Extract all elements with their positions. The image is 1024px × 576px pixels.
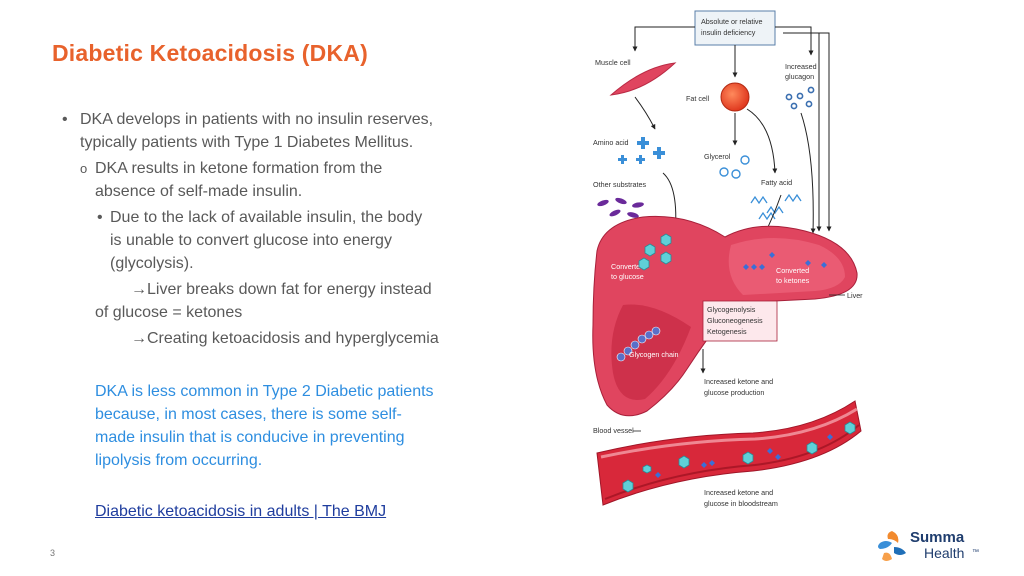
insulin-deficiency-line-2: insulin deficiency [701, 28, 756, 37]
blood-vessel-label: Blood vessel [593, 426, 634, 435]
sub-bullet-marker: o [80, 161, 88, 176]
amino-acid-label: Amino acid [593, 138, 629, 147]
dka-pathophysiology-diagram: Absolute or relative insulin deficiency … [592, 10, 863, 508]
logo-text-line-1: Summa [910, 529, 965, 546]
insulin-deficiency-line-1: Absolute or relative [701, 17, 763, 26]
insulin-deficiency-box [694, 10, 776, 46]
converted-glucose-line-2: to glucose [611, 272, 644, 281]
logo-trademark: ™ [972, 549, 979, 556]
increased-glucagon-line-1: Increased [785, 62, 817, 71]
bmj-reference-link[interactable]: Diabetic ketoacidosis in adults | The BM… [95, 503, 387, 520]
bullet-dot: • [97, 209, 103, 226]
other-substrates-label: Other substrates [593, 180, 647, 189]
bullet-1-line-1: DKA develops in patients with no insulin… [80, 111, 434, 128]
fat-cell-shape [720, 82, 750, 112]
arrow-point-1-line-2: of glucose = ketones [95, 304, 243, 321]
arrow-point-2: →Creating ketoacidosis and hyperglycemia [131, 330, 439, 347]
glycerol-label: Glycerol [704, 152, 731, 161]
bullet-dot: • [62, 111, 68, 128]
converted-ketones-line-2: to ketones [776, 276, 810, 285]
process-box [702, 300, 778, 342]
muscle-cell-shape [609, 62, 677, 96]
bloodstream-line-2: glucose in bloodstream [704, 499, 778, 508]
process-gluconeogenesis: Gluconeogenesis [707, 316, 763, 325]
note-line-4: lipolysis from occurring. [95, 452, 263, 469]
bullet-2-line-1: DKA results in ketone formation from the [95, 160, 383, 177]
bullet-3-line-2: is unable to convert glucose into energy [110, 232, 392, 249]
note-line-1: DKA is less common in Type 2 Diabetic pa… [95, 383, 434, 400]
summa-health-logo: Summa Health ™ [876, 527, 986, 567]
process-ketogenesis: Ketogenesis [707, 327, 747, 336]
summa-logo-mark-icon [878, 531, 906, 561]
glycogen-chain-label: Glycogen chain [629, 350, 679, 359]
bullet-1-line-2: typically patients with Type 1 Diabetes … [80, 134, 414, 151]
fatty-acid-label: Fatty acid [761, 178, 792, 187]
muscle-cell-label: Muscle cell [595, 58, 631, 67]
increased-production-line-1: Increased ketone and [704, 377, 773, 386]
logo-text-line-2: Health [924, 545, 965, 561]
bullet-2-line-2: absence of self-made insulin. [95, 183, 303, 200]
page-number: 3 [50, 548, 56, 558]
fat-cell-label: Fat cell [686, 94, 710, 103]
note-line-3: made insulin that is conducive in preven… [95, 429, 405, 446]
converted-ketones-line-1: Converted [776, 266, 809, 275]
bullet-3-line-3: (glycolysis). [110, 255, 194, 272]
process-glycogenolysis: Glycogenolysis [707, 305, 756, 314]
arrow-point-1-line-1: →Liver breaks down fat for energy instea… [131, 281, 432, 298]
increased-glucagon-line-2: glucagon [785, 72, 814, 81]
increased-production-line-2: glucose production [704, 388, 764, 397]
bullet-3-line-1: Due to the lack of available insulin, th… [110, 209, 423, 226]
converted-glucose-line-1: Converted [611, 262, 644, 271]
liver-label: Liver [847, 291, 863, 300]
bloodstream-line-1: Increased ketone and [704, 488, 773, 497]
slide-title: Diabetic Ketoacidosis (DKA) [52, 40, 368, 66]
note-line-2: because, in most cases, there is some se… [95, 406, 402, 423]
